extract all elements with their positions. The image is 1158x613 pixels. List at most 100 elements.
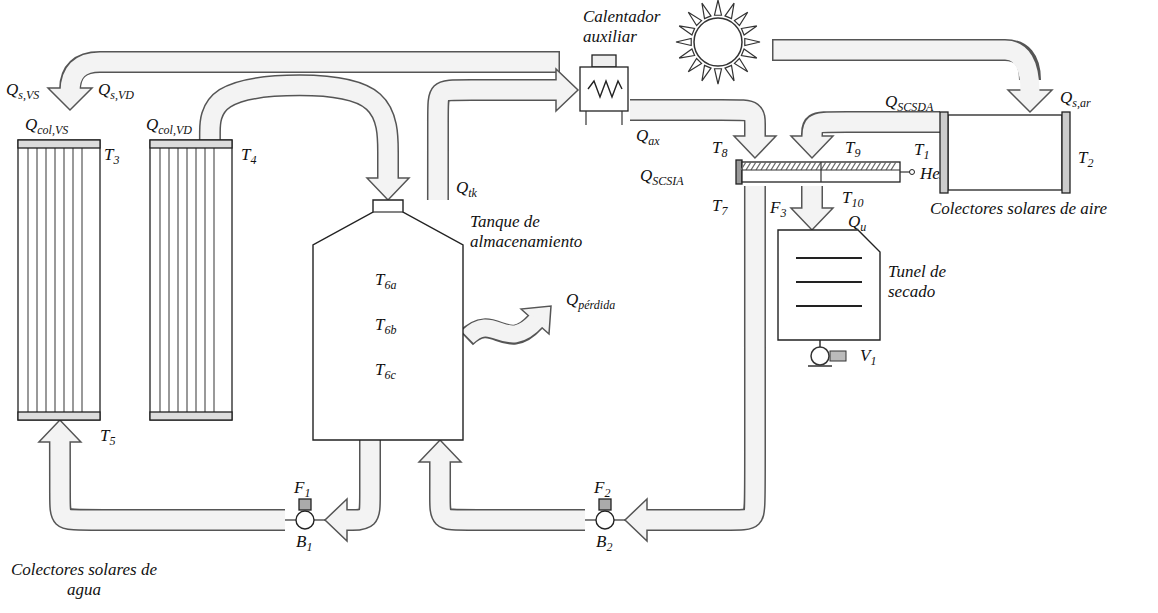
flow-arrow [791, 122, 940, 158]
tank-neck [373, 211, 403, 212]
sun-ray [725, 65, 734, 80]
pump-housing [596, 511, 614, 529]
exchanger-hatch [741, 162, 746, 170]
flow-arrow [630, 110, 776, 158]
exchanger-hatch [846, 162, 851, 170]
shape-group [313, 200, 463, 440]
exchanger-hatch [786, 162, 791, 170]
symbol-subscript: 3 [113, 153, 119, 167]
symbol-subscript: 7 [721, 204, 727, 218]
temperature-label: T6b [375, 315, 396, 336]
variable-label: T7 [712, 196, 727, 217]
component-label: Tanque de almacenamiento [470, 212, 595, 252]
shape-group [736, 160, 915, 184]
pump-housing [296, 511, 314, 529]
exchanger-hatch [806, 162, 811, 170]
variable-label: T8 [712, 138, 727, 159]
exchanger-plug [910, 170, 915, 175]
exchanger-hatch [831, 162, 836, 170]
variable-label: F1 [294, 478, 310, 499]
shape-group [940, 112, 1070, 193]
exchanger-hatch [756, 162, 761, 170]
symbol-subscript: 2 [1087, 156, 1093, 170]
exchanger-hatch [836, 162, 841, 170]
heat-exchanger: Hex [742, 158, 900, 186]
exchanger-cap [736, 160, 742, 184]
exchanger-hatch [776, 162, 781, 170]
variable-label: V1 [860, 346, 876, 367]
node-outline [742, 158, 900, 186]
symbol-letter: B [296, 532, 306, 551]
variable-label: T3 [104, 145, 119, 166]
symbol-letter: Q [636, 126, 648, 145]
variable-label: T1 [914, 140, 929, 161]
symbol-subscript: ax [648, 134, 659, 148]
exchanger-hatch [891, 162, 896, 170]
exchanger-hatch [821, 162, 826, 170]
node-outline [778, 230, 880, 340]
variable-label: Qpérdida [566, 290, 615, 311]
collector-tube [186, 148, 187, 412]
collector-tube [213, 148, 214, 412]
sun-ray [688, 12, 701, 25]
symbol-letter: T [104, 145, 113, 164]
symbol-subscript: u [860, 220, 866, 234]
collector-panel [150, 140, 232, 420]
symbol-subscript: 4 [250, 153, 256, 167]
flow-arrow [791, 186, 833, 230]
arrow-head [734, 136, 776, 158]
exchanger-hatch [851, 162, 856, 170]
exchanger-hatch [871, 162, 876, 170]
collector-tube [45, 148, 46, 412]
air-collectors: Colectores solares de aire [940, 115, 1070, 190]
symbol-letter: Q [1060, 88, 1072, 107]
arrow-head [791, 136, 833, 158]
flow-label: Qtk [456, 178, 477, 199]
exchanger-hatch [881, 162, 886, 170]
arrow-fill [438, 90, 559, 200]
flow-arrow [419, 440, 585, 520]
node-outline [12, 140, 240, 420]
exchanger-hatch [771, 162, 776, 170]
exchanger-hatch [761, 162, 766, 170]
component-label: B1 [296, 532, 312, 553]
sun-ray [679, 26, 694, 35]
exchanger-hatch [856, 162, 861, 170]
sun-ray [714, 0, 721, 15]
storage-tank: Tanque de almacenamientoT6aT6bT6c [313, 200, 463, 440]
arrow-fill [60, 439, 285, 520]
sun-symbol [676, 0, 760, 84]
symbol-subscript: 6c [384, 368, 395, 382]
symbol-letter: T [845, 138, 854, 157]
symbol-letter: F [770, 198, 780, 217]
tunnel-tray [796, 281, 862, 283]
node-outline [940, 115, 1070, 190]
arrow-head [325, 499, 347, 541]
pump-pipe [614, 519, 625, 520]
exchanger-hatch [751, 162, 756, 170]
fan-duct [819, 340, 821, 347]
collector-tube [36, 148, 37, 412]
symbol-subscript: 3 [780, 206, 786, 220]
sun-ray [734, 12, 747, 25]
exchanger-hatch [796, 162, 801, 170]
symbol-subscript: SCSIA [652, 174, 683, 188]
collector-header [18, 140, 100, 148]
exchanger-hatch [746, 162, 751, 170]
pump: B2 [585, 505, 625, 535]
variable-label: Qs,ar [1060, 88, 1091, 109]
arrow-fill [644, 186, 755, 520]
component-label: Tunel de secado [888, 262, 960, 302]
collector-panel [18, 140, 100, 420]
arrow-fill [802, 186, 821, 211]
arrow-head [791, 208, 833, 230]
symbol-letter: T [375, 315, 384, 334]
node-outline [285, 505, 325, 535]
shape-group [18, 140, 232, 420]
symbol-subscript: s,VS [18, 88, 39, 102]
pump-pipe [585, 519, 596, 520]
arrow-fill [440, 459, 585, 520]
symbol-letter: T [375, 360, 384, 379]
symbol-subscript: tk [468, 186, 477, 200]
drying-tunnel: Tunel de secado [778, 230, 880, 340]
